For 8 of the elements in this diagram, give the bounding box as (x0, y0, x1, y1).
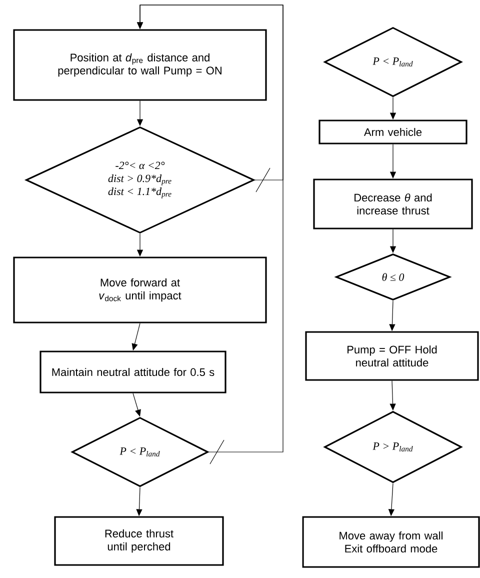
process-box: Move away from wall Exit offboard mode (302, 516, 480, 568)
process-box: Reduce thrust until perched (54, 516, 224, 566)
process-box: Move forward at v$_{dock}$ until impact (13, 256, 267, 324)
process-box: Pump = OFF Hold neutral attitude (305, 331, 479, 381)
process-box: Maintain neutral attitude for 0.5 s (40, 350, 226, 394)
process-box: Position at d$_{pre}$ distance and perpendicular to wall Pump = ON (13, 29, 267, 101)
process-box: Decrease θ and increase thrust (313, 178, 473, 230)
process-box: Arm vehicle (318, 120, 468, 144)
